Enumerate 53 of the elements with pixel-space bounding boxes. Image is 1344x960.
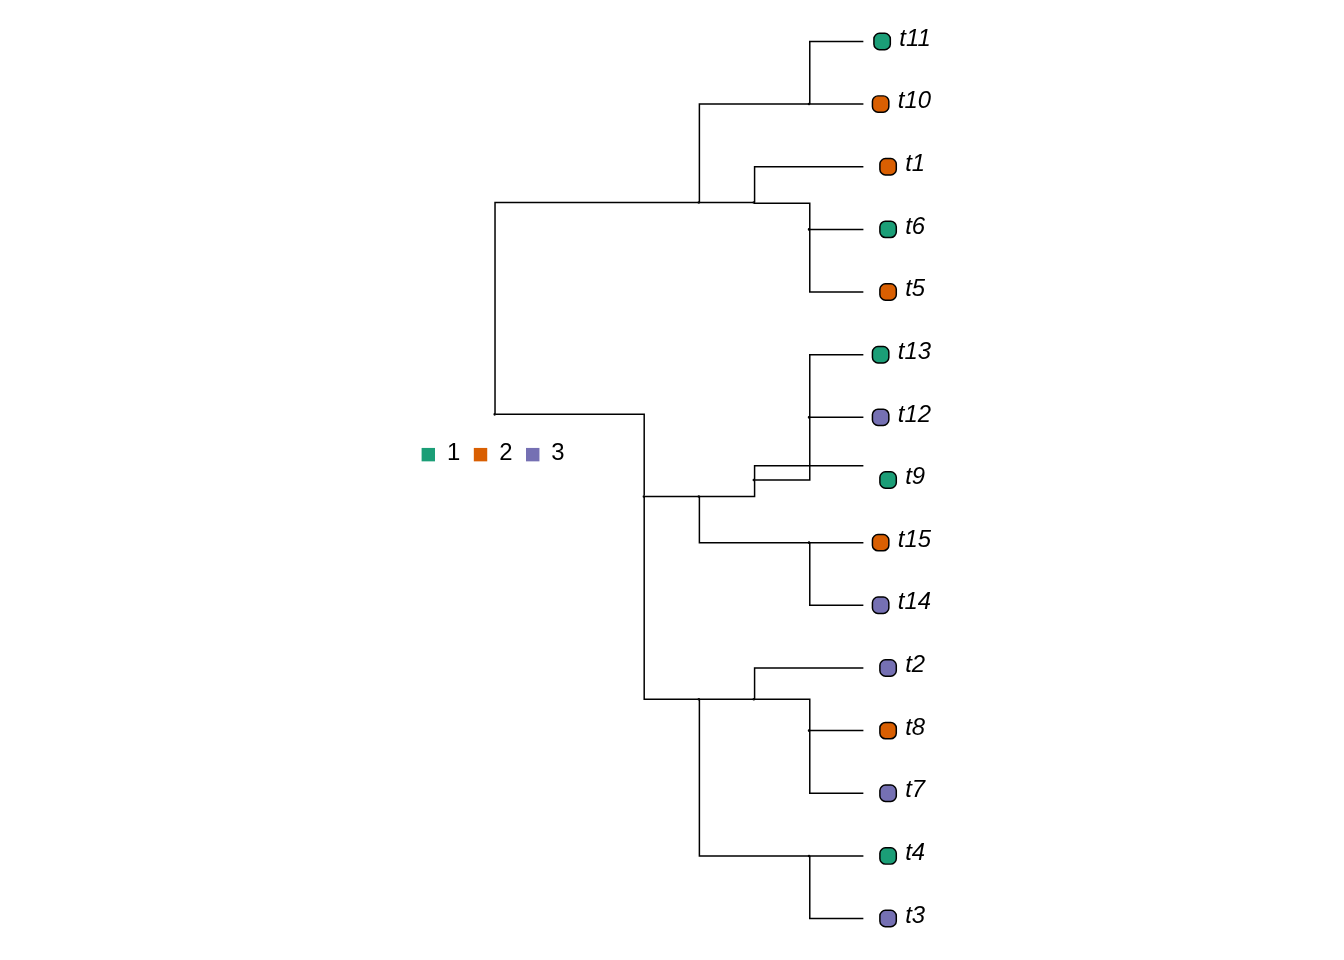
node-label: t15 <box>897 524 931 552</box>
legend-label: 1 <box>446 438 461 466</box>
node-point <box>807 729 811 732</box>
node-point <box>752 698 756 701</box>
node-point <box>493 413 496 416</box>
node-point <box>697 201 701 204</box>
connector <box>753 166 865 204</box>
node-label: t3 <box>905 900 926 928</box>
connector <box>753 202 811 231</box>
connector <box>698 103 810 204</box>
node-point <box>807 102 811 106</box>
node-point <box>807 541 811 544</box>
node-point <box>752 478 756 482</box>
node-label: t9 <box>905 462 926 490</box>
connector <box>698 495 810 544</box>
node-label: t2 <box>905 650 926 678</box>
node-label: t7 <box>905 775 926 803</box>
node-point <box>697 698 701 701</box>
connector <box>808 729 865 732</box>
connector <box>809 855 865 920</box>
connector <box>809 228 865 293</box>
node-point <box>697 495 701 498</box>
node-point <box>752 201 756 204</box>
node-label: t13 <box>897 336 931 364</box>
node-label: t12 <box>897 399 931 427</box>
legend-label: 3 <box>551 438 565 466</box>
node-label: t11 <box>899 23 931 51</box>
connector <box>808 416 865 419</box>
node-label: t10 <box>897 86 931 114</box>
node-label: t5 <box>905 274 926 302</box>
connector <box>809 353 865 418</box>
node-point <box>807 854 811 858</box>
legend-label: 2 <box>499 438 513 466</box>
connector <box>809 730 865 794</box>
connector <box>808 855 865 857</box>
connector <box>808 228 865 231</box>
node-label: t14 <box>897 587 931 615</box>
connector <box>809 40 865 105</box>
node-label: t8 <box>905 712 926 740</box>
node-label: t6 <box>905 211 926 239</box>
connector <box>494 201 699 415</box>
node-label: t1 <box>905 148 926 176</box>
node-label: t4 <box>905 838 926 866</box>
connector <box>494 413 645 497</box>
connector <box>643 495 700 498</box>
connector <box>698 201 755 204</box>
connector <box>808 541 865 544</box>
connector <box>809 542 865 607</box>
node-point <box>642 495 646 498</box>
connector <box>808 103 865 105</box>
node-point <box>807 416 811 419</box>
connector <box>643 496 699 701</box>
node-point <box>807 228 811 231</box>
